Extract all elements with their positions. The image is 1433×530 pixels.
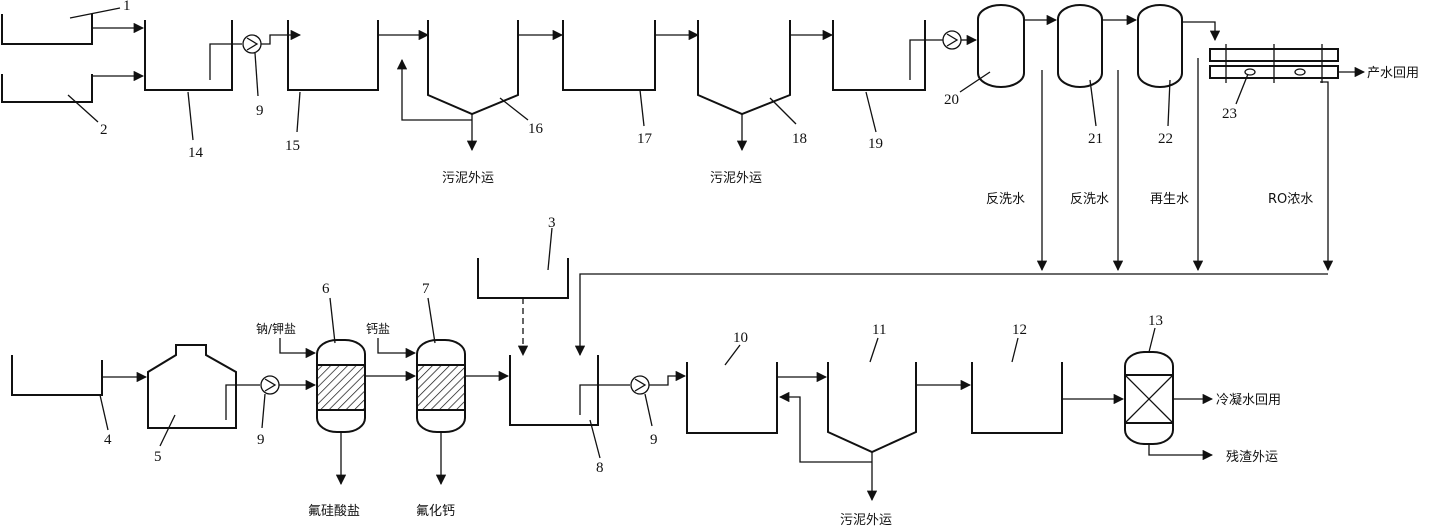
tank-4 [11, 355, 103, 396]
label-7: 7 [422, 281, 430, 297]
leader-lines [67, 7, 1249, 459]
label-16: 16 [528, 121, 544, 137]
ro-concentrate-line [1320, 81, 1334, 272]
text-sludge-out-11: 污泥外运 [840, 513, 892, 528]
pump-9-bottom-left [260, 375, 280, 395]
text-condensate-reuse: 冷凝水回用 [1216, 392, 1281, 408]
pump-9-bottom-mid [630, 375, 650, 395]
label-11: 11 [872, 322, 886, 338]
calcium-feed-7 [377, 338, 417, 359]
evaporator-5 [147, 344, 260, 429]
tank-14 [144, 20, 242, 91]
label-19: 19 [868, 136, 883, 152]
filter-vessel-21 [1057, 4, 1103, 88]
label-6: 6 [322, 281, 330, 297]
label-9-top: 9 [256, 103, 264, 119]
text-regen-water: 再生水 [1150, 192, 1189, 207]
label-22: 22 [1158, 131, 1173, 147]
text-calcium-fluoride: 氟化钙 [416, 504, 455, 519]
ro-unit-23 [1209, 44, 1339, 83]
label-3: 3 [548, 215, 556, 231]
settler-18 [697, 20, 791, 116]
salt-feed-6 [279, 338, 317, 359]
label-18: 18 [792, 131, 807, 147]
dryer-13 [1124, 351, 1174, 445]
reactor-6 [316, 339, 366, 433]
pump-9-top [242, 34, 262, 54]
text-residue-out: 残渣外运 [1226, 450, 1278, 465]
sludge-return-11 [778, 391, 872, 463]
filter-vessel-20 [977, 4, 1025, 88]
reactor-7 [416, 339, 466, 433]
tank-12 [971, 362, 1063, 434]
label-9-left: 9 [257, 432, 265, 448]
label-10: 10 [733, 330, 748, 346]
label-14: 14 [188, 145, 204, 161]
text-product-reuse: 产水回用 [1367, 66, 1419, 81]
label-4: 4 [104, 432, 112, 448]
label-20: 20 [944, 92, 959, 108]
text-sludge-out-16: 污泥外运 [442, 171, 494, 186]
label-2: 2 [100, 122, 108, 138]
tank-17 [562, 20, 656, 91]
collector-to-8 [574, 273, 1328, 357]
text-fluorosilicate: 氟硅酸盐 [308, 504, 360, 519]
pump-9-top-right [942, 30, 962, 50]
text-sludge-out-18: 污泥外运 [710, 171, 762, 186]
tank-3 [477, 258, 569, 299]
label-23: 23 [1222, 106, 1237, 122]
settler-16 [427, 20, 519, 116]
sludge-return-16 [396, 58, 472, 121]
text-ro-concentrate: RO浓水 [1268, 192, 1313, 207]
label-12: 12 [1012, 322, 1027, 338]
pipe-22-to-23 [1182, 21, 1221, 42]
residue-out-13 [1148, 444, 1214, 461]
label-5: 5 [154, 449, 162, 465]
tank-19 [832, 20, 943, 91]
text-sodium-potassium-salt: 钠/钾盐 [256, 321, 296, 336]
label-13: 13 [1148, 313, 1163, 329]
tank-1 [1, 14, 93, 45]
label-1: 1 [123, 0, 131, 14]
tank-15 [287, 20, 379, 91]
text-backwash-20: 反洗水 [986, 192, 1025, 207]
tank-10 [686, 362, 778, 434]
pipe-pump-to-10 [649, 370, 687, 386]
label-9-mid: 9 [650, 432, 658, 448]
label-17: 17 [637, 131, 653, 147]
tank-8 [509, 355, 630, 426]
text-calcium-salt: 钙盐 [366, 322, 390, 336]
pipe-pump-to-15 [261, 29, 302, 45]
label-21: 21 [1088, 131, 1103, 147]
label-15: 15 [285, 138, 300, 154]
filter-vessel-22 [1137, 4, 1183, 88]
label-8: 8 [596, 460, 604, 476]
text-backwash-21: 反洗水 [1070, 192, 1109, 207]
tank-2 [1, 74, 93, 103]
settler-11 [827, 362, 917, 454]
